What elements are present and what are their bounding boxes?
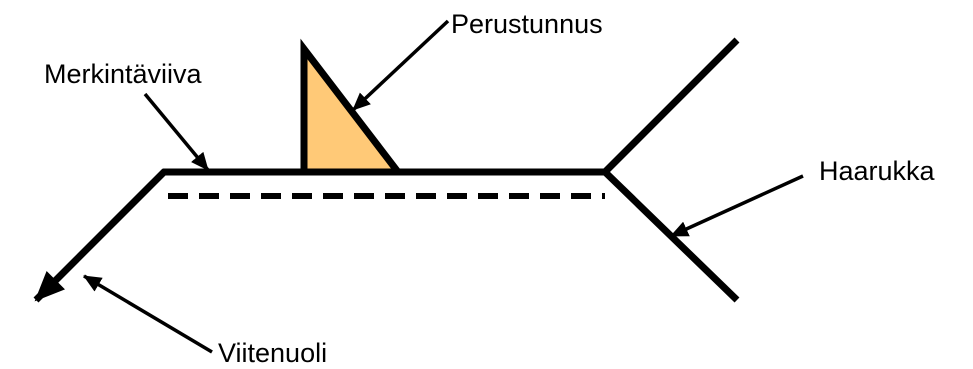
reference-line-pointer: [143, 92, 210, 172]
tail-pointer: [670, 174, 804, 238]
label-pointers: [83, 19, 804, 354]
basic-symbol-label: Perustunnus: [451, 9, 603, 39]
reference-line-label: Merkintäviiva: [44, 59, 203, 89]
tail-fork: [600, 37, 740, 303]
weld-symbol: [33, 37, 740, 303]
arrow-pointer: [83, 274, 213, 354]
arrow-line: [33, 168, 168, 303]
arrow-label: Viitenuoli: [218, 338, 327, 368]
basic-symbol-pointer: [351, 19, 450, 112]
basic-symbol-triangle: [300, 38, 406, 176]
tail-label: Haarukka: [819, 156, 936, 186]
